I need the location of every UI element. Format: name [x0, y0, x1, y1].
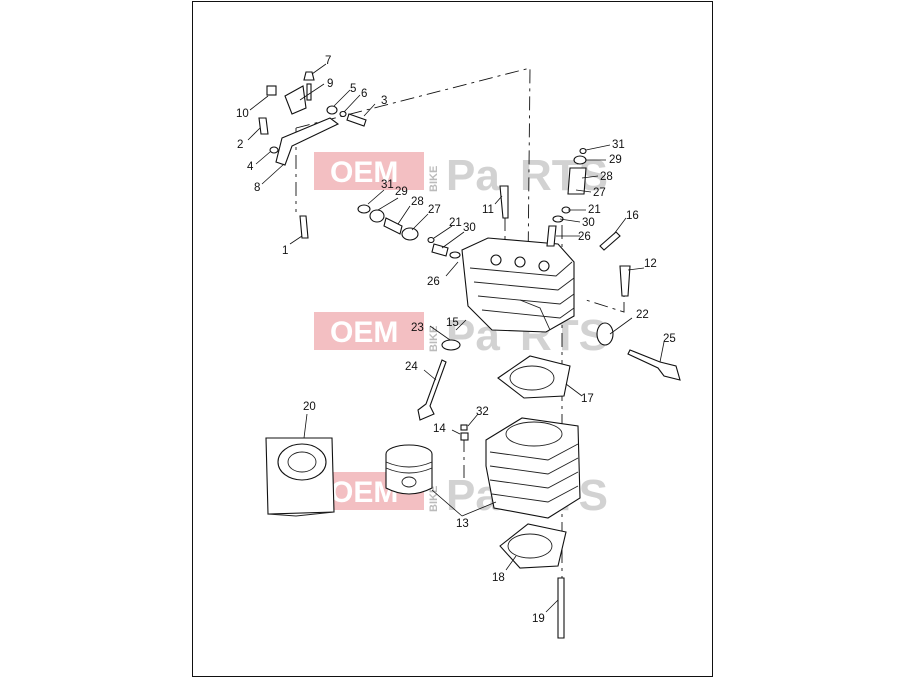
- callout-6: 6: [361, 88, 367, 100]
- svg-text:OEM: OEM: [330, 316, 398, 349]
- leader-lines: [247, 63, 665, 613]
- callout-labels: 7 9 5 6 3 10 2 4 8 1 31 29 28 27 21 30 2…: [236, 55, 676, 625]
- cylinder-head: [461, 237, 575, 333]
- callout-28-left: 28: [411, 196, 424, 208]
- callout-9: 9: [327, 78, 333, 90]
- valves: [417, 322, 681, 421]
- callout-10: 10: [236, 108, 249, 120]
- callout-8: 8: [254, 182, 260, 194]
- callout-12: 12: [644, 258, 657, 270]
- stud: [557, 577, 565, 639]
- callout-23: 23: [411, 322, 424, 334]
- callout-18: 18: [492, 572, 505, 584]
- callout-16: 16: [626, 210, 639, 222]
- callout-2: 2: [237, 139, 243, 151]
- callout-29-right: 29: [609, 154, 622, 166]
- diagram-frame: [192, 1, 713, 677]
- callout-22: 22: [636, 309, 649, 321]
- callout-4: 4: [247, 161, 254, 173]
- bracket-assembly: [258, 71, 367, 239]
- callout-31-left: 31: [381, 179, 394, 191]
- callout-17: 17: [581, 393, 594, 405]
- svg-text:BIKE: BIKE: [428, 486, 440, 512]
- svg-text:Pa: Pa: [446, 151, 500, 200]
- gasket-kit-box: [265, 437, 335, 517]
- head-gasket: [497, 355, 571, 399]
- callout-1: 1: [282, 245, 288, 257]
- piston: [385, 444, 433, 495]
- callout-21-left: 21: [449, 217, 462, 229]
- callout-21-right: 21: [588, 204, 601, 216]
- callout-14: 14: [433, 423, 446, 435]
- callout-19: 19: [532, 613, 545, 625]
- callout-28-right: 28: [600, 171, 613, 183]
- callout-24: 24: [405, 361, 418, 373]
- callout-7: 7: [325, 55, 331, 67]
- svg-text:BIKE: BIKE: [428, 166, 440, 192]
- watermark-middle: OEM BIKE Pa RTS: [314, 311, 608, 360]
- right-valve-train: [499, 147, 631, 297]
- callout-15: 15: [446, 317, 459, 329]
- callout-32: 32: [476, 406, 489, 418]
- callout-30-right: 30: [582, 217, 595, 229]
- callout-26-left: 26: [427, 276, 440, 288]
- callout-5: 5: [350, 83, 356, 95]
- callout-25: 25: [663, 333, 676, 345]
- callout-27-left: 27: [428, 204, 441, 216]
- callout-3: 3: [381, 95, 387, 107]
- left-valve-train: [357, 204, 461, 259]
- svg-text:RTS: RTS: [520, 151, 608, 200]
- callout-26-right: 26: [578, 231, 591, 243]
- callout-13: 13: [456, 518, 469, 530]
- svg-text:OEM: OEM: [330, 156, 398, 189]
- cylinder: [460, 417, 581, 519]
- base-gasket: [499, 523, 567, 569]
- callout-27-right: 27: [593, 187, 606, 199]
- callout-31-right: 31: [612, 139, 625, 151]
- callout-30-left: 30: [463, 222, 476, 234]
- callout-20: 20: [303, 401, 316, 413]
- watermark-top: OEM BIKE Pa RTS: [314, 151, 608, 200]
- svg-text:BIKE: BIKE: [428, 326, 440, 352]
- callout-11: 11: [482, 204, 494, 216]
- callout-29-left: 29: [395, 186, 408, 198]
